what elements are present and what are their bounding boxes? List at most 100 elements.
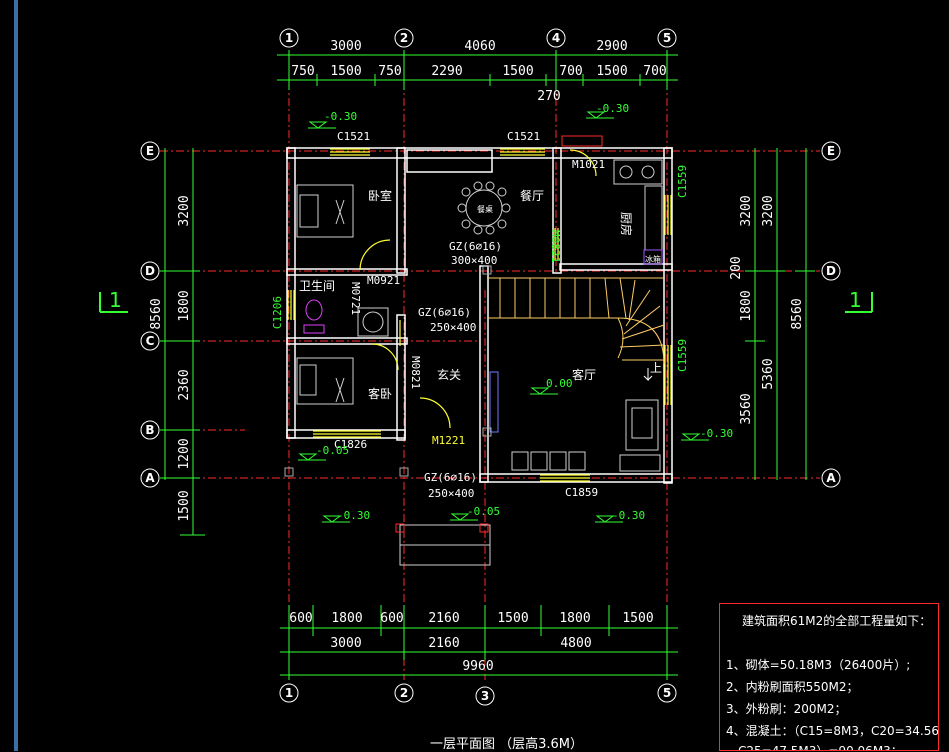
dim-text: 9960: [462, 659, 493, 674]
axis-label: 4: [552, 31, 560, 45]
column-label: 300×400: [451, 254, 497, 267]
axis-bubble-bottom-3: [475, 686, 495, 706]
dim-text: 1200: [177, 438, 192, 469]
axis-bubble-left-C: [140, 331, 160, 351]
notes-heading: 建筑面积61M2的全部工程量如下：: [742, 614, 932, 628]
axis-label: 1: [285, 686, 293, 700]
dim-text: 3000: [330, 636, 361, 651]
dim-text: 1500: [622, 611, 653, 626]
room-label-kitchen: 厨房: [619, 212, 634, 236]
axis-bubble-right-E: [821, 141, 841, 161]
axis-bubble-left-B: [140, 420, 160, 440]
axis-label: B: [145, 423, 154, 437]
stair-up-label: 上: [650, 361, 662, 375]
room-label-guest: 客卧: [368, 386, 392, 401]
column-label: GZ(6⌀16): [424, 471, 477, 484]
room-label-dining: 餐厅: [520, 188, 544, 203]
walls: [286, 147, 673, 484]
level-label: -0.30: [596, 102, 629, 115]
notes-item: 4、混凝土：（C15=8M3，C20=34.56M3，: [726, 724, 939, 738]
axis-bubble-left-E: [140, 141, 160, 161]
room-label-bedroom: 卧室: [368, 188, 392, 203]
column-label: GZ(6⌀16): [418, 306, 471, 319]
column-labels: GZ(6⌀16) 300×400 GZ(6⌀16) 250×400 GZ(6⌀1…: [418, 240, 502, 500]
axis-label: E: [146, 144, 154, 158]
dim-text: 2360: [177, 369, 192, 400]
axis-bubble-bottom-5: [657, 683, 677, 703]
window-label: C1559: [676, 165, 689, 198]
axis-bubbles: [140, 28, 841, 706]
top-dimensions: 3000 4060 2900 750 1500 750 2290 1500 70…: [291, 39, 666, 104]
dim-text: 3000: [330, 39, 361, 54]
door-label: M1021: [572, 158, 605, 171]
level-label: -0.30: [612, 509, 645, 522]
axis-label: A: [826, 471, 836, 485]
dim-text: 3200: [739, 195, 754, 226]
dim-text: 4800: [560, 636, 591, 651]
axis-label: 1: [285, 31, 293, 45]
window-label: C1859: [565, 486, 598, 499]
furniture-label-table: 餐桌: [477, 204, 493, 214]
door-label: M0921: [367, 274, 400, 287]
window-label: C1521: [337, 130, 370, 143]
level-label: -0.30: [700, 427, 733, 440]
axis-bubble-right-A: [821, 468, 841, 488]
dim-text: 8560: [790, 298, 805, 329]
dim-text: 200: [729, 256, 744, 279]
dim-text: 8560: [149, 298, 164, 329]
dim-text: 3200: [761, 195, 776, 226]
dim-text: 1500: [330, 64, 361, 79]
furniture: [296, 159, 663, 566]
quantities-notes-panel: 建筑面积61M2的全部工程量如下： 1、砌体=50.18M3（26400片）; …: [719, 603, 939, 751]
axis-labels: 1 2 4 5 1 2 3 5 E D C B A E D A: [145, 31, 836, 703]
dim-text: 1500: [502, 64, 533, 79]
dim-text: 600: [289, 611, 312, 626]
dimension-lines: [99, 50, 873, 680]
room-label-bathroom: 卫生间: [299, 279, 335, 293]
axis-bubble-top-1: [279, 28, 299, 48]
dim-text: 700: [643, 64, 666, 79]
axis-label: E: [827, 144, 835, 158]
dim-text: 270: [537, 89, 560, 104]
axis-label: 5: [663, 686, 671, 700]
section-mark-left: 1: [109, 288, 122, 312]
dim-text: 600: [380, 611, 403, 626]
axis-label: 5: [663, 31, 671, 45]
column-label: 250×400: [430, 321, 476, 334]
notes-item: 2、内粉刷面积550M2；: [726, 680, 859, 694]
dim-text: 2900: [596, 39, 627, 54]
level-label: -0.05: [467, 505, 500, 518]
windows: [287, 148, 672, 482]
dim-text: 2160: [428, 636, 459, 651]
room-labels: 卧室 餐厅 厨房 卫生间 客卧 玄关 客厅 餐桌 冰箱: [299, 188, 661, 401]
window-label: C1826: [334, 438, 367, 451]
dim-text: 4060: [464, 39, 495, 54]
axis-label: 2: [400, 31, 408, 45]
window-label: C1521: [507, 130, 540, 143]
left-dimensions: 8560 3200 1800 2360 1200 1500: [149, 195, 192, 521]
drawing-title: 一层平面图 （层高3.6M）: [430, 737, 584, 752]
axis-bubble-left-D: [140, 261, 160, 281]
dim-text: 1500: [596, 64, 627, 79]
axis-bubble-right-D: [821, 261, 841, 281]
axis-label: D: [826, 264, 836, 278]
column-label: 250×400: [428, 487, 474, 500]
dim-text: 3560: [739, 393, 754, 424]
dim-text: 3200: [177, 195, 192, 226]
dim-text: 2160: [428, 611, 459, 626]
axis-label: C: [146, 334, 155, 348]
dim-text: 2290: [431, 64, 462, 79]
right-dimensions: 3200 1800 3560 3200 5360 8560 200: [729, 195, 805, 424]
furniture-label-fridge: 冰箱: [645, 254, 661, 264]
notes-item: C25=47.5M3）=90.06M3；: [738, 744, 903, 751]
axis-label: D: [145, 264, 155, 278]
axis-label: A: [145, 471, 155, 485]
window-label: C1206: [271, 296, 284, 329]
axis-label: 2: [400, 686, 408, 700]
level-labels: -0.30 -0.30 0.00 -0.30 -0.05 -0.30 -0.05…: [316, 102, 733, 522]
dim-text: 750: [378, 64, 401, 79]
dim-text: 1500: [177, 490, 192, 521]
door-label: M1221: [432, 434, 465, 447]
dim-text: 1500: [497, 611, 528, 626]
